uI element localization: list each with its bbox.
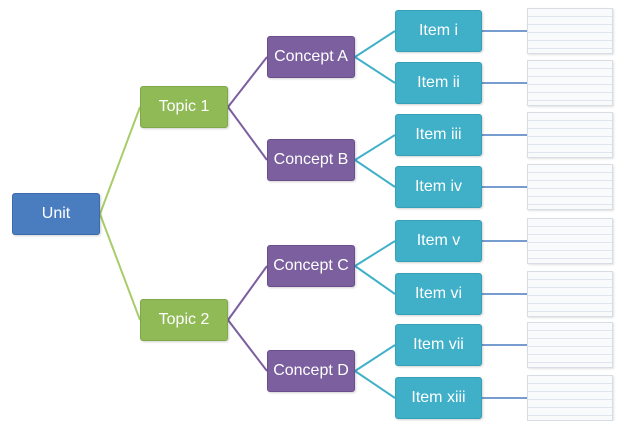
node-item-i: Item i: [395, 10, 482, 52]
connector-concept-b-item-iii: [354, 134, 396, 161]
connector-unit-topic-1: [99, 106, 141, 215]
node-concept-b: Concept B: [267, 139, 355, 181]
connector-concept-d-item-xiii: [354, 370, 396, 399]
connector-topic-2-concept-d: [227, 319, 268, 372]
connector-topic-2-concept-c: [227, 265, 268, 321]
connector-concept-c-item-v: [354, 240, 396, 267]
connector-topic-1-concept-b: [227, 106, 268, 161]
index-card-item-iii: [527, 112, 613, 158]
node-item-v: Item v: [395, 220, 482, 262]
index-card-item-vii: [527, 322, 613, 368]
node-item-vii: Item vii: [395, 324, 482, 366]
index-card-item-v: [527, 218, 613, 264]
node-concept-c: Concept C: [267, 245, 355, 287]
connector-topic-1-concept-a: [227, 56, 268, 108]
node-topic-2: Topic 2: [140, 299, 228, 341]
node-item-vi: Item vi: [395, 273, 482, 315]
connector-concept-c-item-vi: [354, 265, 396, 295]
node-item-iii: Item iii: [395, 114, 482, 156]
connector-concept-a-item-ii: [354, 56, 396, 84]
index-card-item-vi: [527, 271, 613, 317]
node-unit: Unit: [12, 193, 100, 235]
node-item-xiii: Item xiii: [395, 377, 482, 419]
connector-unit-topic-2: [99, 213, 141, 321]
node-concept-a: Concept A: [267, 36, 355, 78]
node-concept-d: Concept D: [267, 350, 355, 392]
index-card-item-iv: [527, 164, 613, 210]
node-topic-1: Topic 1: [140, 86, 228, 128]
node-item-ii: Item ii: [395, 62, 482, 104]
node-item-iv: Item iv: [395, 166, 482, 208]
connector-concept-a-item-i: [354, 30, 396, 58]
connector-concept-b-item-iv: [354, 159, 396, 188]
connector-concept-d-item-vii: [354, 344, 396, 372]
index-card-item-i: [527, 8, 613, 54]
index-card-item-ii: [527, 60, 613, 106]
index-card-item-xiii: [527, 375, 613, 421]
